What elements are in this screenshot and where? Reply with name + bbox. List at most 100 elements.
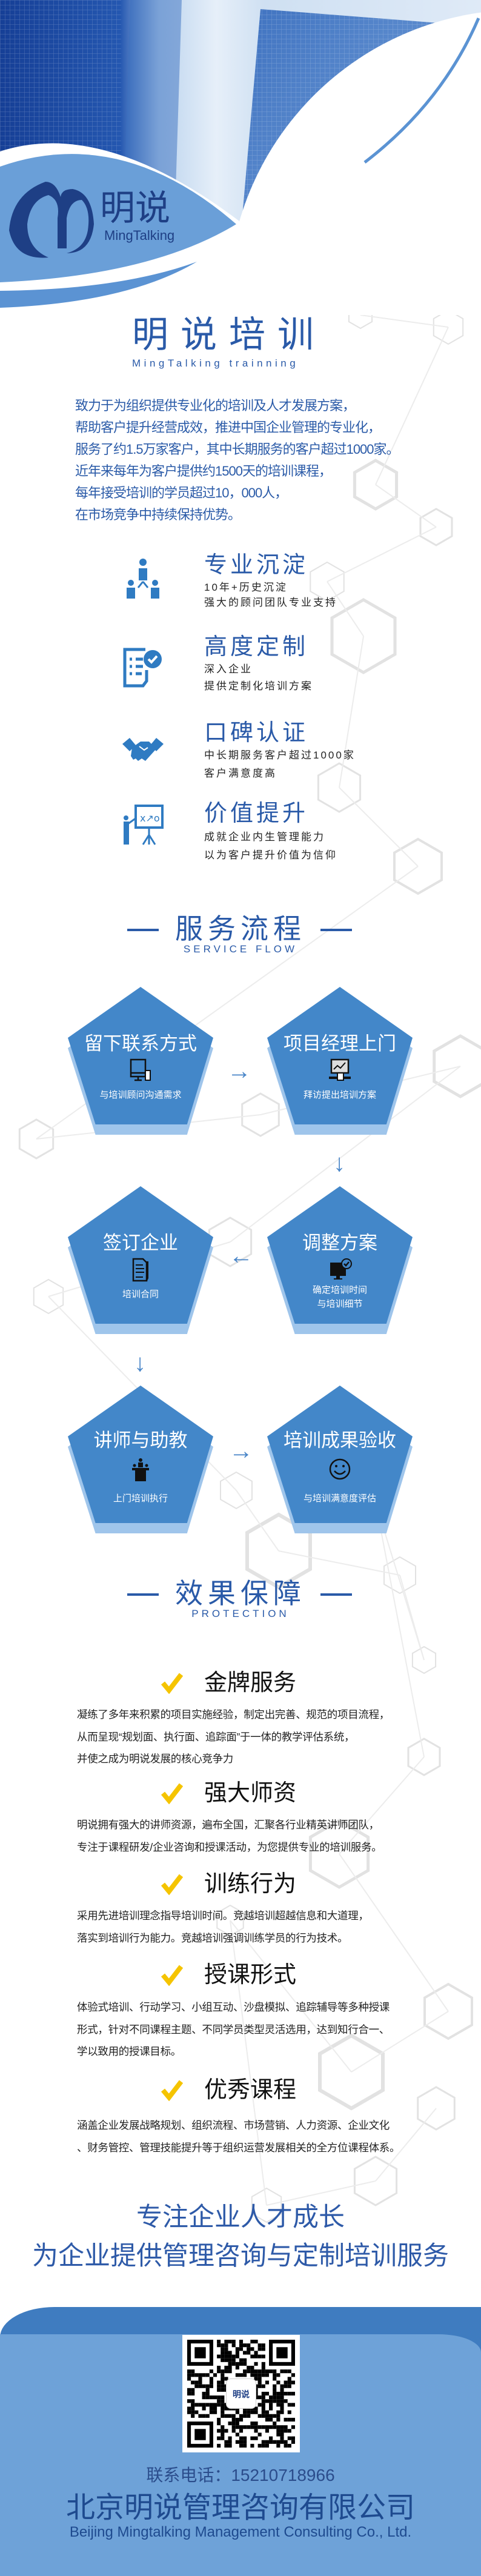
logo-lens-shape	[0, 154, 236, 282]
hexagon-link-line	[230, 1920, 352, 2073]
guarantee-desc: 采用先进培训理念指导培训时间。竞越培训超越信息和大道理，落实到培训行为能力。竞越…	[77, 1905, 369, 1949]
flow-step-title: 培训成果验收	[284, 1430, 396, 1451]
hexagon-decoration	[18, 1118, 55, 1160]
flow-step-3: 调整方案 确定培训时间与培训细节	[267, 1186, 413, 1334]
logo-name-cn: 明说	[100, 188, 171, 228]
arrow-right-icon: →	[229, 1438, 253, 1464]
feature-line: 强大的顾问团队专业支持	[204, 597, 337, 608]
flow-step-desc-line: 确定培训时间	[312, 1285, 367, 1295]
guarantee-desc-line: 体验式培训、行动学习、小组互动、沙盘模拟、追踪辅导等多种授课	[77, 2001, 390, 2013]
feature-line: 客户满意度高	[204, 768, 277, 779]
hexagon-link-line	[266, 2180, 376, 2206]
hexagon-link-line	[327, 581, 364, 637]
team-icon	[127, 559, 159, 599]
qr-code[interactable]: 明说	[182, 2335, 300, 2452]
hexagon-link-line	[278, 1550, 400, 1576]
guarantee-title: 授课形式	[204, 1962, 297, 1988]
hexagon-link-line	[230, 1920, 267, 2206]
hexagon-decoration	[318, 2033, 385, 2111]
intro-line: 致力于为组织提供专业化的培训及人才发展方案，	[75, 398, 356, 413]
hexagon-decoration	[419, 508, 453, 546]
flow-step-title: 签订企业	[103, 1232, 178, 1253]
logo-name-en: MingTalking	[104, 228, 175, 243]
hexagon-decoration	[251, 2187, 282, 2223]
hexagon-link-line	[236, 1490, 279, 1552]
logo-mark-icon	[9, 182, 94, 258]
feature-title: 口碑认证	[204, 720, 309, 746]
guarantee-desc-line: 、财务管控、管理技能提升等于组织运营发展相关的全方位课程体系。	[77, 2141, 400, 2154]
feature-title: 专业沉淀	[204, 553, 309, 578]
hexagon-decoration	[393, 837, 443, 895]
guarantee-desc-line: 凝练了多年来积累的项目实施经验，制定出完善、规范的项目流程，	[77, 1708, 390, 1721]
monitor-check-icon	[330, 1258, 352, 1280]
flow-step-title: 项目经理上门	[284, 1033, 396, 1054]
intro-line: 近年来每年为客户提供约1500天的培训课程，	[75, 463, 332, 479]
service-flow-subtitle: SERVICE FLOW	[183, 943, 298, 955]
guarantee-title: 优秀课程	[204, 2077, 297, 2103]
lecturer-icon	[132, 1458, 149, 1481]
guarantee-desc: 凝练了多年来积累的项目实施经验，制定出完善、规范的项目流程， 从而呈现“规划面、执…	[77, 1704, 390, 1770]
feature-line: 以为客户提升价值为信仰	[204, 849, 337, 861]
arrow-right-icon: →	[227, 1058, 251, 1084]
flow-step-desc: 与培训顾问沟通需求	[99, 1090, 182, 1100]
hexagon-decoration	[308, 1819, 370, 1889]
intro-line: 帮助客户提升经营成效，推进中国企业管理的专业化，	[75, 420, 381, 435]
flow-step-title: 讲师与助教	[93, 1430, 188, 1451]
guarantee-desc-line: 从而呈现“规划面、执行面、追踪面”于一体的教学评估系统，	[77, 1730, 355, 1743]
intro-line: 每年接受培训的学员超过10，000人，	[75, 485, 288, 500]
page-title: 明说培训	[132, 314, 326, 355]
guarantee-title: 强大师资	[204, 1781, 297, 1806]
feature-line: 10年+历史沉淀	[204, 582, 288, 593]
hexagon-link-line	[375, 2108, 437, 2182]
guarantee-desc-line: 并使之成为明说发展的核心竞争力	[77, 1753, 233, 1765]
intro-line: 服务了约1.5万家客户，其中长期服务的客户超过1000家。	[75, 442, 400, 457]
hexagon-decoration	[330, 598, 397, 674]
hexagon-link-line	[375, 1502, 425, 1758]
flow-step-desc: 培训合同	[122, 1289, 159, 1300]
check-icon	[161, 1783, 183, 1804]
title-dash-right	[320, 1593, 352, 1596]
check-icon	[161, 2080, 183, 2101]
hexagon-decoration	[383, 1556, 416, 1595]
hexagon-link-line	[375, 327, 449, 485]
hexagon-link-line	[339, 636, 364, 788]
title-dash-left	[127, 1593, 159, 1596]
feature-line: 中长期服务客户超过1000家	[204, 749, 356, 761]
presentation-icon: x↗o	[124, 805, 164, 845]
laptop-chart-icon	[329, 1058, 351, 1081]
hexagon-decoration	[433, 1034, 481, 1098]
title-dash-left	[127, 929, 159, 931]
hexagon-link-line	[339, 787, 419, 867]
flow-step-desc: 与培训满意度评估	[303, 1493, 376, 1504]
flow-step-4: 签订企业 培训合同	[68, 1186, 213, 1334]
arrow-left-icon: ←	[229, 1243, 253, 1269]
svg-text:x↗o: x↗o	[140, 812, 160, 824]
contact-phone: 联系电话：15210718966	[146, 2466, 335, 2485]
qr-logo: 明说	[226, 2378, 256, 2409]
feature-title: 高度定制	[204, 634, 309, 660]
guarantee-desc-line: 形式，针对不同课程主题、不同学员类型灵活选用，达到知行合一、	[77, 2023, 390, 2036]
guarantee-title: 训练行为	[204, 1871, 297, 1897]
hexagon-decoration	[411, 1645, 437, 1675]
company-name-cn: 北京明说管理咨询有限公司	[65, 2492, 415, 2524]
hexagon-decoration	[407, 1738, 441, 1776]
hexagon-link-line	[339, 1853, 449, 2012]
guarantee-desc-line: 明说拥有强大的讲师资源，遍布全国，汇聚各行业精英讲师团队，	[77, 1819, 379, 1831]
guarantee-desc-line: 涵盖企业发展战略规划、组织流程、市场营销、人力资源、企业文化	[77, 2119, 390, 2131]
flow-step-6: 培训成果验收 与培训满意度评估	[267, 1386, 413, 1533]
guarantee-desc-line: 落实到培训行为能力。竞越培训强调训练学员的行为技术。	[77, 1931, 348, 1944]
title-dash-right	[320, 929, 352, 931]
slogan-line-1: 专注企业人才成长	[136, 2203, 345, 2232]
protection-subtitle: PROTECTION	[191, 1608, 290, 1619]
guarantee-desc-line: 学以致用的授课目标。	[77, 2045, 181, 2057]
hexagon-link-line	[351, 2011, 449, 2073]
hexagon-decoration	[423, 1982, 473, 2040]
flow-step-desc: 上门培训执行	[113, 1493, 168, 1504]
guarantee-desc: 体验式培训、行动学习、小组互动、沙盘模拟、追踪辅导等多种授课形式，针对不同课程主…	[77, 1996, 390, 2063]
service-flow-title: 服务流程	[175, 913, 306, 944]
guarantee-desc-line: 专注于课程研发/企业咨询和授课活动，为您提供专业的培训服务。	[77, 1841, 382, 1853]
check-icon	[161, 1874, 183, 1895]
feature-line: 深入企业	[204, 663, 253, 675]
flow-step-2: 项目经理上门 拜访提出培训方案	[267, 987, 413, 1135]
